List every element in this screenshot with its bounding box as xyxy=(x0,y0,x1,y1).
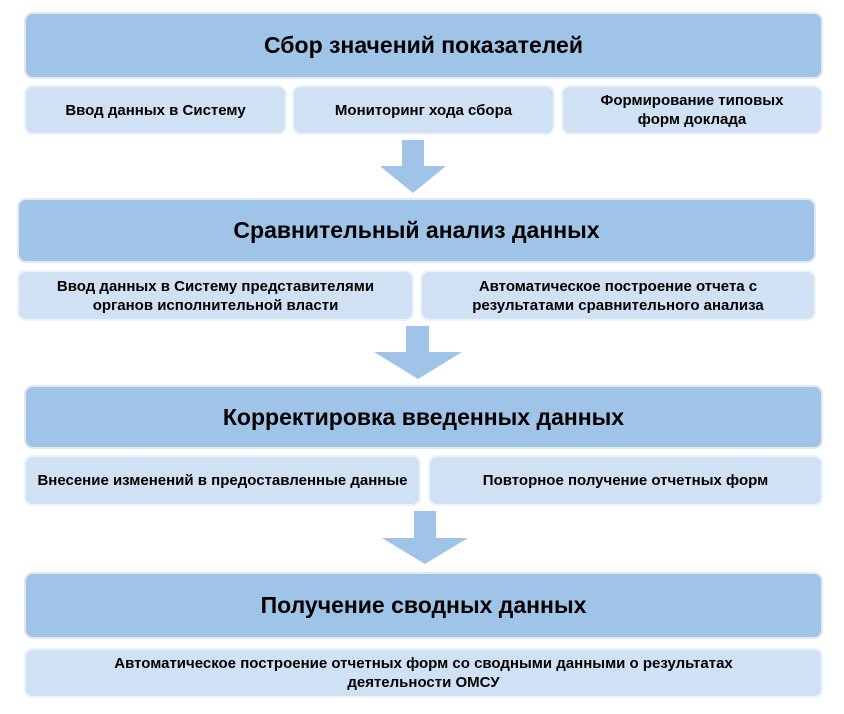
stage-4-header: Получение сводных данных xyxy=(24,572,823,639)
stage-1-item-3: Формирование типовых форм доклада xyxy=(561,85,823,135)
stage-2-item-1: Ввод данных в Систему представителями ор… xyxy=(17,270,414,321)
stage-2-header: Сравнительный анализ данных xyxy=(17,198,816,263)
down-arrow-icon xyxy=(380,140,446,193)
stage-3-item-2: Повторное получение отчетных форм xyxy=(428,455,823,506)
stage-3-item-1: Внесение изменений в предоставленные дан… xyxy=(24,455,421,506)
stage-1-item-2: Мониторинг хода сбора xyxy=(292,85,555,135)
stage-1-header: Сбор значений показателей xyxy=(24,12,823,79)
stage-3-header: Корректировка введенных данных xyxy=(24,385,823,449)
down-arrow-icon xyxy=(382,511,468,564)
stage-2-item-2: Автоматическое построение отчета с резул… xyxy=(420,270,816,321)
stage-1-item-1: Ввод данных в Систему xyxy=(24,85,287,135)
stage-4-item-1: Автоматическое построение отчетных форм … xyxy=(24,648,823,698)
down-arrow-icon xyxy=(374,326,462,379)
